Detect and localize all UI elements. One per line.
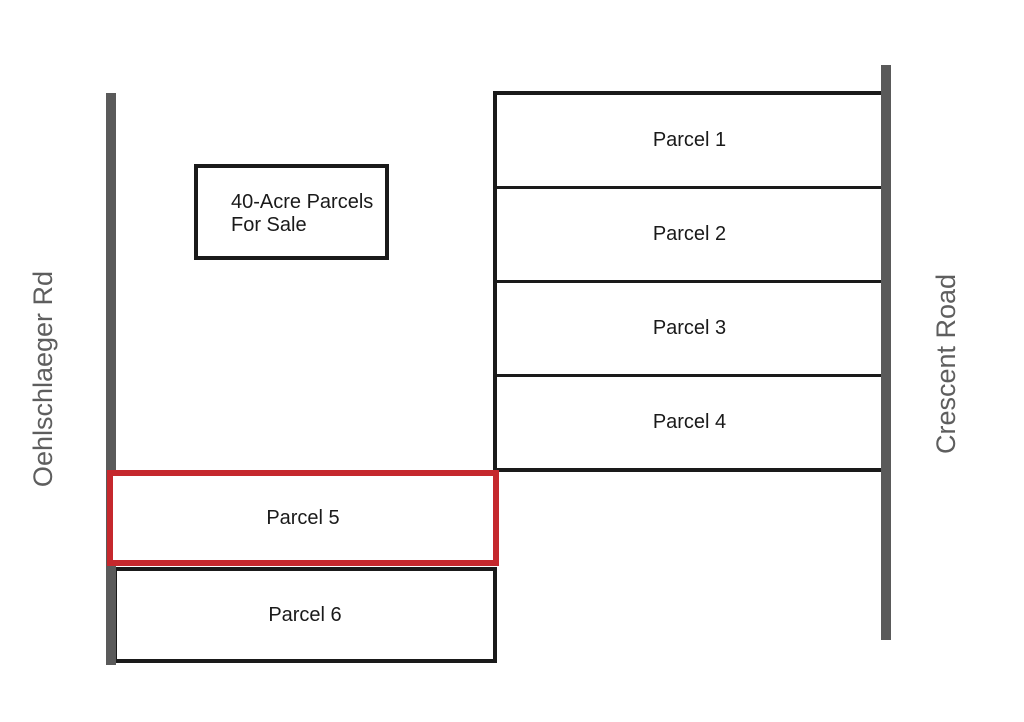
parcel-label: Parcel 4: [652, 411, 727, 433]
parcel-row-2: Parcel 2: [497, 189, 882, 283]
parcel-row-4: Parcel 4: [497, 377, 882, 468]
left-road-line: [106, 93, 116, 665]
parcel-label: Parcel 3: [652, 317, 727, 339]
parcel-5-highlighted: Parcel 5: [107, 470, 499, 566]
sale-sign-line1: 40-Acre Parcels: [231, 191, 374, 213]
sale-sign: 40-Acre Parcels For Sale: [194, 164, 389, 260]
right-road-label: Crescent Road: [931, 273, 961, 455]
parcel-6: Parcel 6: [113, 567, 497, 663]
parcel-row-3: Parcel 3: [497, 283, 882, 377]
parcel-label: Parcel 5: [266, 506, 340, 529]
parcel-row-1: Parcel 1: [497, 95, 882, 189]
parcel-label: Parcel 6: [268, 603, 342, 626]
parcel-stack: Parcel 1 Parcel 2 Parcel 3 Parcel 4: [493, 91, 886, 472]
left-road-label: Oehlschlaeger Rd: [28, 270, 58, 488]
parcel-label: Parcel 2: [652, 223, 727, 245]
sale-sign-line2: For Sale: [231, 214, 307, 236]
parcel-label: Parcel 1: [652, 129, 727, 151]
right-road-line: [881, 65, 891, 640]
